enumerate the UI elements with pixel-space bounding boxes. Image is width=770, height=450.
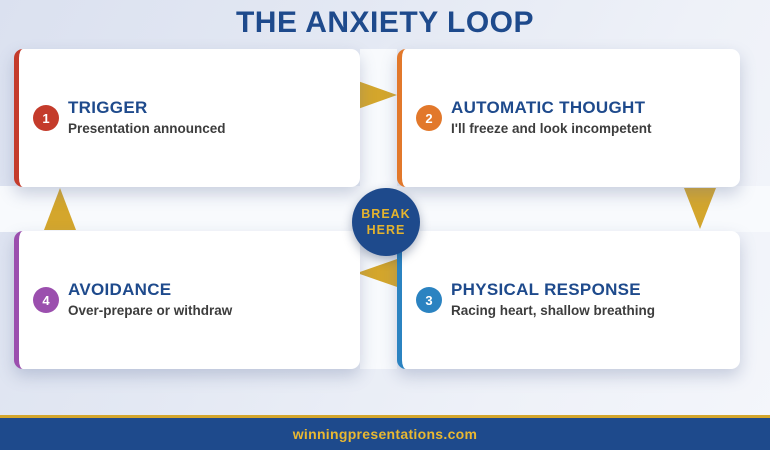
card-physical-response: 3 PHYSICAL RESPONSE Racing heart, shallo… xyxy=(397,231,740,369)
page-title: THE ANXIETY LOOP xyxy=(235,6,535,39)
card-title: AUTOMATIC THOUGHT xyxy=(451,98,646,118)
card-title: AVOIDANCE xyxy=(68,280,172,300)
card-description: Presentation announced xyxy=(68,120,226,136)
break-here-line1: BREAK xyxy=(361,206,411,221)
card-description: I'll freeze and look incompetent xyxy=(451,120,652,136)
arrow-left-icon xyxy=(357,258,400,288)
card-text-block: AVOIDANCE Over-prepare or withdraw xyxy=(68,280,233,319)
card-text-block: PHYSICAL RESPONSE Racing heart, shallow … xyxy=(451,280,656,319)
card-trigger: 1 TRIGGER Presentation announced xyxy=(14,49,360,187)
card-avoidance: 4 AVOIDANCE Over-prepare or withdraw xyxy=(14,231,360,369)
step-2-number-badge: 2 xyxy=(416,105,442,131)
arrow-down-icon xyxy=(684,188,716,229)
card-automatic-thought: 2 AUTOMATIC THOUGHT I'll freeze and look… xyxy=(397,49,740,187)
card-title: PHYSICAL RESPONSE xyxy=(451,280,641,300)
break-here-badge: BREAK HERE xyxy=(352,188,420,256)
website-text: winningpresentations.com xyxy=(292,426,478,442)
card-text-block: TRIGGER Presentation announced xyxy=(68,98,226,137)
arrow-right-icon xyxy=(355,80,397,110)
break-here-line2: HERE xyxy=(366,223,406,237)
step-1-number-badge: 1 xyxy=(33,105,59,131)
arrow-up-icon xyxy=(44,188,76,230)
footer-bar: winningpresentations.com xyxy=(0,418,770,450)
card-title: TRIGGER xyxy=(68,98,148,118)
step-3-number-badge: 3 xyxy=(416,287,442,313)
card-description: Over-prepare or withdraw xyxy=(68,302,233,318)
card-text-block: AUTOMATIC THOUGHT I'll freeze and look i… xyxy=(451,98,652,137)
footer-divider xyxy=(0,415,770,418)
step-4-number-badge: 4 xyxy=(33,287,59,313)
card-description: Racing heart, shallow breathing xyxy=(451,302,656,318)
